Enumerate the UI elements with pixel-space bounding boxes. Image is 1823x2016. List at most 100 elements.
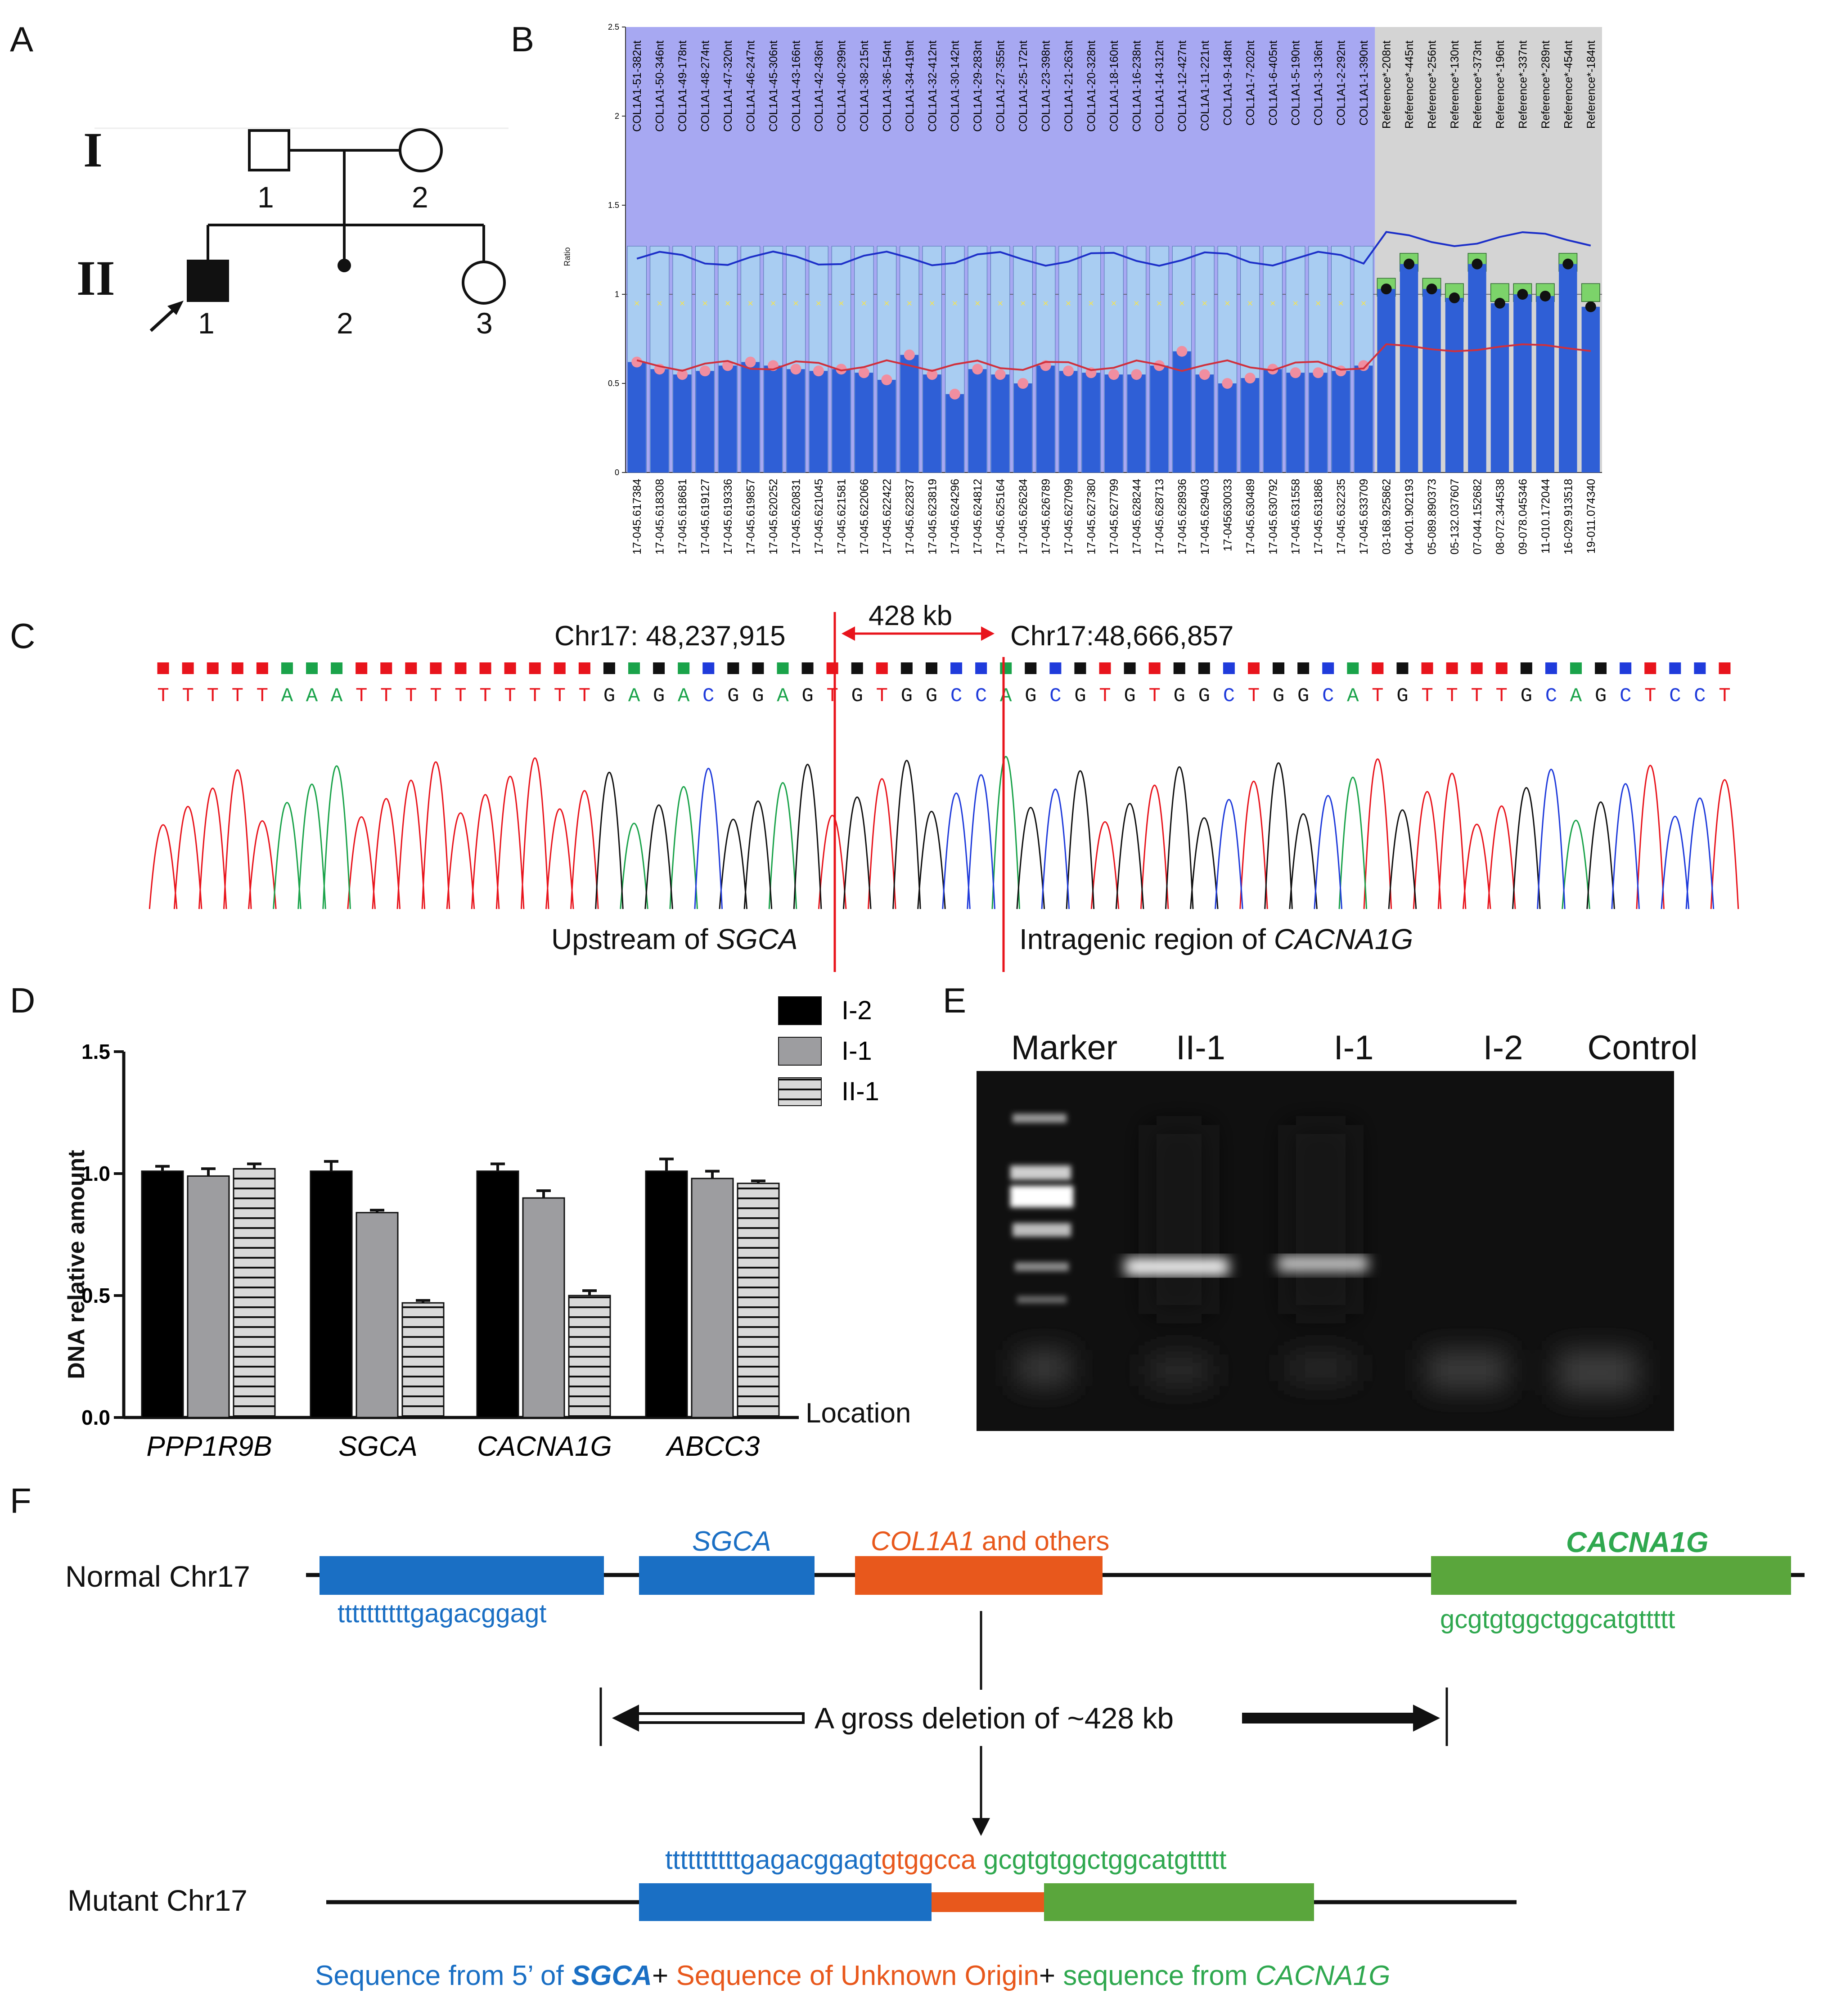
mlpa-point [1017,378,1029,389]
mlpa-x-marker: × [634,298,640,309]
mlpa-probe-label: COL1A1-46-247nt [745,40,757,132]
base-call: A [1570,685,1582,707]
base-call: T [479,685,491,707]
base-quality-box [1148,662,1161,674]
mlpa-probe-label: Reference*-130nt [1449,40,1461,129]
base-call: T [1446,685,1458,707]
sgca-label: SGCA [692,1526,771,1557]
cacna1g-block [1431,1556,1791,1595]
base-quality-box [231,662,243,674]
mlpa-position-label: 17-045.623819 [926,479,939,554]
base-call: G [653,685,665,707]
upstream-label: Upstream of SGCA [551,923,798,955]
base-quality-box [603,662,615,674]
base-call: C [1223,685,1235,707]
mlpa-point [858,367,869,378]
mlpa-probe-label: Reference*-289nt [1539,40,1552,129]
base-quality-box [1570,662,1582,674]
mlpa-bar [968,369,987,472]
mutant-cacna1g-block [1044,1883,1314,1921]
base-quality-box [1545,662,1557,674]
mlpa-position-label: 17-045.625164 [995,479,1007,554]
base-call: T [579,685,590,707]
base-quality-box [826,662,838,674]
mlpa-x-marker: × [1020,298,1026,309]
base-call: G [1124,685,1135,707]
mlpa-probe-label: COL1A1-6-405nt [1267,40,1279,126]
base-quality-box [157,662,169,674]
mlpa-x-marker: × [861,298,867,309]
base-quality-box [1495,662,1508,674]
base-call: T [232,685,243,707]
mlpa-position-label: 17-045.622837 [904,479,916,554]
mlpa-bar [1264,369,1282,472]
mlpa-bar [1513,294,1532,472]
category-label: SGCA [338,1431,418,1462]
mlpa-position-label: 17-045.620831 [790,479,802,554]
mlpa-probe-label: COL1A1-23-398nt [1040,40,1053,132]
mlpa-ytick: 2 [615,112,619,121]
base-call: G [1595,685,1607,707]
base-call: T [430,685,441,707]
base-quality-box [801,662,814,674]
mlpa-position-label: 17-045.628244 [1130,479,1143,554]
base-call: G [603,685,615,707]
junction-sequence: ttttttttttgagacggagtgtggcca gcgtgtggctgg… [665,1845,1227,1875]
marker-ladder [1010,1114,1073,1303]
mlpa-x-marker: × [1315,298,1321,309]
col1a1-label: COL1A1 and others [871,1526,1110,1556]
base-call: T [1644,685,1656,707]
base-quality-box [678,662,690,674]
mlpa-bar [1309,373,1328,472]
base-call: T [182,685,194,707]
mlpa-position-label: 17-045.618308 [654,479,666,554]
mlpa-bar [1332,371,1350,472]
base-call: T [455,685,466,707]
category-label: CACNA1G [477,1431,612,1462]
mlpa-point [813,365,824,377]
mlpa-position-label: 17-045.619127 [699,479,712,554]
mlpa-position-label: 11-010.172044 [1539,479,1552,554]
mlpa-position-label: 17-045.622422 [881,479,893,554]
base-quality-box [1421,662,1433,674]
panel-label-e: E [943,981,967,1020]
mlpa-point [1494,297,1505,309]
pedigree-diagram [95,127,509,332]
mlpa-ytick: 0 [615,468,619,477]
upstream-gene: SGCA [716,923,798,955]
mlpa-position-label: 17-045.632235 [1335,479,1348,554]
base-call: G [727,685,739,707]
base-call: T [1471,685,1482,707]
base-call: T [1496,685,1508,707]
mlpa-x-marker: × [952,298,958,309]
mlpa-point [1585,301,1596,312]
bar-I-1-PPP1R9B [187,1175,230,1418]
cacna1g-label: CACNA1G [1566,1526,1709,1558]
mlpa-point [995,369,1006,380]
mlpa-x-marker: × [1247,298,1253,309]
base-call: G [851,685,863,707]
mlpa-probe-label: COL1A1-11-221nt [1199,40,1211,131]
base-call: T [1099,685,1111,707]
mlpa-probe-label: Reference*-373nt [1471,40,1484,129]
base-quality-box [455,662,467,674]
mlpa-point [1063,365,1074,377]
category-label: PPP1R9B [146,1431,272,1462]
mlpa-probe-label: COL1A1-18-160nt [1108,40,1121,132]
bar-I-2-CACNA1G [476,1170,519,1418]
mlpa-bar [1241,378,1259,472]
mlpa-point [1244,373,1256,384]
gel-photo [977,1071,1674,1431]
base-quality-box [900,662,913,674]
mlpa-position-label: 19-011.074340 [1585,479,1598,554]
mlpa-point [1517,289,1528,300]
mlpa-bar [1104,374,1123,472]
mlpa-probe-label: COL1A1-16-238nt [1130,40,1143,132]
mlpa-bar [1559,264,1577,472]
mlpa-bar [900,355,918,472]
base-call: G [801,685,813,707]
legend-swatch-II-1 [778,1077,822,1106]
base-call: T [257,685,268,707]
trace-T [149,757,1739,909]
pedigree-i2: 2 [412,180,428,214]
